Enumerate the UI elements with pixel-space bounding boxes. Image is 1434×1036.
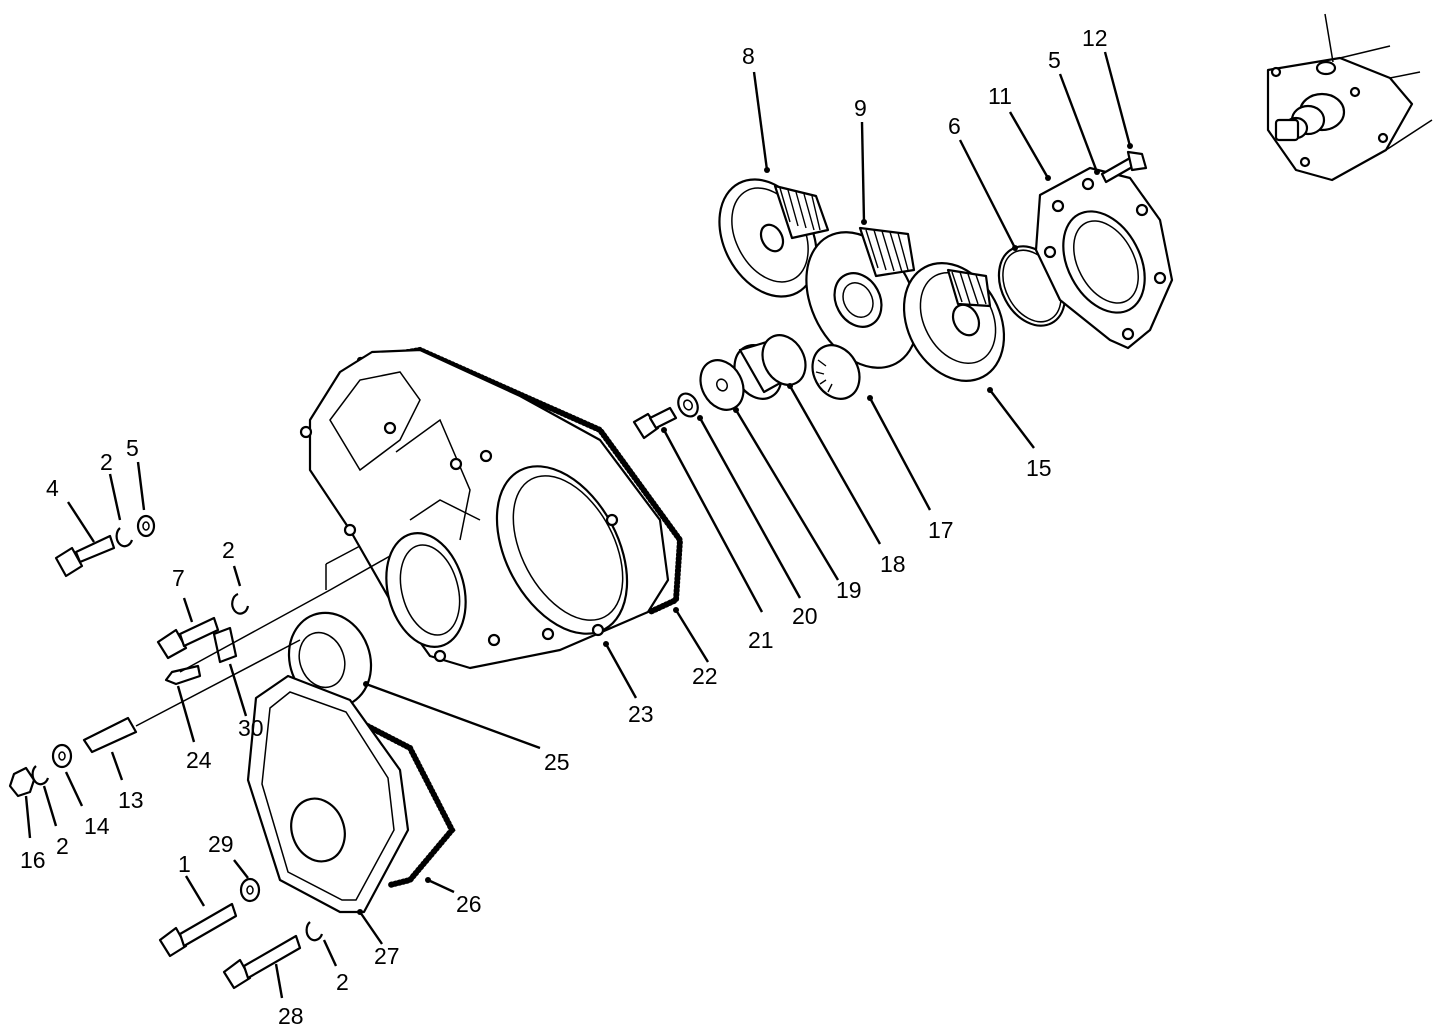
bolt-7 bbox=[156, 616, 220, 660]
bolt-4 bbox=[54, 534, 116, 578]
bolt-12 bbox=[1100, 150, 1148, 184]
label-24: 24 bbox=[186, 747, 212, 773]
label-5-top: 5 bbox=[1048, 47, 1061, 73]
label-2-c: 2 bbox=[56, 833, 69, 859]
pinion-17 bbox=[811, 344, 861, 400]
washer-29 bbox=[239, 877, 261, 903]
lockwasher-2-c bbox=[31, 765, 50, 786]
label-14: 14 bbox=[84, 813, 110, 839]
label-28: 28 bbox=[278, 1003, 304, 1029]
washer-14 bbox=[51, 743, 73, 769]
label-18: 18 bbox=[880, 551, 906, 577]
washer-5-a bbox=[136, 514, 156, 538]
label-1: 1 bbox=[178, 851, 191, 877]
leader-lines bbox=[24, 51, 1132, 999]
label-21: 21 bbox=[748, 627, 774, 653]
label-7: 7 bbox=[172, 565, 185, 591]
label-17: 17 bbox=[928, 517, 954, 543]
bracket-30 bbox=[212, 626, 238, 664]
label-5-left: 5 bbox=[126, 435, 139, 461]
gear-15 bbox=[902, 262, 1006, 382]
label-30: 30 bbox=[238, 715, 264, 741]
assembly-centerlines bbox=[135, 545, 391, 727]
callout-labels: 8 9 6 11 5 12 15 17 18 19 20 21 22 23 25… bbox=[20, 25, 1108, 1029]
label-23: 23 bbox=[628, 701, 654, 727]
label-2-b: 2 bbox=[222, 537, 235, 563]
leader-dots bbox=[357, 143, 1133, 915]
label-2-d: 2 bbox=[336, 969, 349, 995]
housing-23 bbox=[299, 348, 670, 670]
label-4: 4 bbox=[46, 475, 59, 501]
label-6: 6 bbox=[948, 113, 961, 139]
bushing-18 bbox=[733, 334, 807, 400]
label-9: 9 bbox=[854, 95, 867, 121]
bolt-1 bbox=[158, 902, 238, 958]
lockwasher-2-b bbox=[231, 592, 250, 615]
label-26: 26 bbox=[456, 891, 482, 917]
washer-20 bbox=[677, 392, 699, 418]
lockwasher-2-d bbox=[305, 921, 324, 942]
stud-13 bbox=[82, 716, 138, 754]
nut-16 bbox=[8, 766, 36, 798]
label-27: 27 bbox=[374, 943, 400, 969]
assembled-unit-inset bbox=[1266, 13, 1433, 182]
label-20: 20 bbox=[792, 603, 818, 629]
label-15: 15 bbox=[1026, 455, 1052, 481]
label-2-a: 2 bbox=[100, 449, 113, 475]
bolt-21 bbox=[632, 406, 678, 440]
label-29: 29 bbox=[208, 831, 234, 857]
label-8: 8 bbox=[742, 43, 755, 69]
label-19: 19 bbox=[836, 577, 862, 603]
gear-9 bbox=[805, 226, 919, 369]
washer-19 bbox=[699, 359, 745, 411]
cover-27 bbox=[246, 674, 410, 914]
label-11: 11 bbox=[988, 83, 1012, 109]
pin-24 bbox=[164, 664, 202, 686]
label-16: 16 bbox=[20, 847, 46, 873]
flange-11 bbox=[1034, 166, 1174, 350]
label-22: 22 bbox=[692, 663, 718, 689]
label-13: 13 bbox=[118, 787, 144, 813]
lockwasher-2-a bbox=[115, 527, 134, 548]
bolt-28 bbox=[222, 934, 302, 990]
label-12: 12 bbox=[1082, 25, 1108, 51]
gear-8 bbox=[718, 178, 830, 298]
label-25: 25 bbox=[544, 749, 570, 775]
